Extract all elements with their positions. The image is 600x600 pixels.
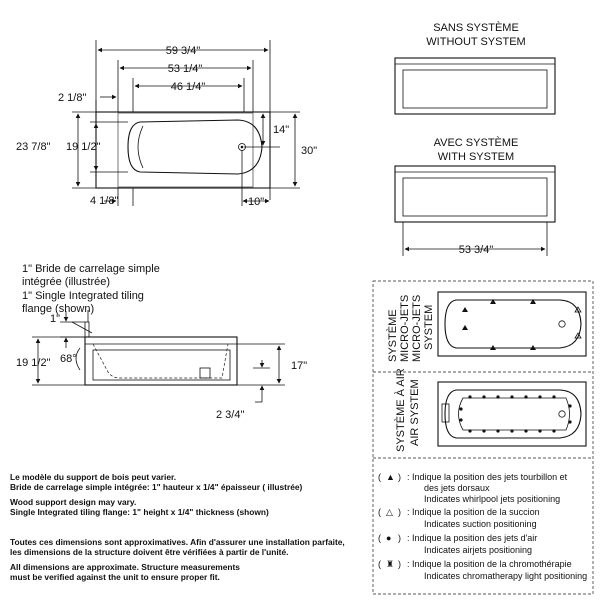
svg-text:Indicates chromatherapy light: Indicates chromatherapy light positionin… bbox=[424, 571, 587, 581]
note-fr-3: Toutes ces dimensions sont approximative… bbox=[10, 537, 345, 547]
svg-text:: Indique la position de la ch: : Indique la position de la chromothérap… bbox=[407, 559, 572, 569]
svg-text:MICRO-JETS: MICRO-JETS bbox=[399, 295, 411, 362]
dim-depth-inner: 19 1/2" bbox=[66, 141, 101, 153]
svg-text:Indicates suction positioning: Indicates suction positioning bbox=[424, 519, 537, 529]
dim-flange: 1" bbox=[50, 313, 60, 325]
svg-text:SYSTEM: SYSTEM bbox=[423, 305, 435, 350]
svg-text:WITHOUT SYSTEM: WITHOUT SYSTEM bbox=[426, 36, 525, 48]
svg-text:(: ( bbox=[378, 507, 381, 517]
notes: Le modèle du support de bois peut varier… bbox=[10, 472, 345, 582]
flange-caption: 1" Bride de carrelage simple intégrée (i… bbox=[22, 263, 160, 315]
svg-text:): ) bbox=[398, 559, 401, 569]
dim-angle: 68° bbox=[60, 353, 77, 365]
svg-text:AIR SYSTEM: AIR SYSTEM bbox=[409, 379, 421, 446]
whirlpool-jet-icon: ▲ bbox=[386, 472, 395, 482]
svg-text:: Indique la position des jets: : Indique la position des jets d'air bbox=[407, 533, 537, 543]
systems-panel: SYSTÈME MICRO-JETS MICRO-JETS SYSTEM SYS… bbox=[372, 280, 594, 595]
dim-overall-width: 59 3/4" bbox=[166, 45, 201, 57]
dim-left-bottom: 4 1/8" bbox=[90, 195, 118, 207]
note-en-1: Wood support design may vary. bbox=[10, 497, 136, 507]
svg-text:des jets dorsaux: des jets dorsaux bbox=[424, 483, 490, 493]
top-view: 59 3/4" 53 1/4" 46 1/4" 2 1/8" 23 7/8" 1… bbox=[16, 40, 317, 208]
micro-jets-markers bbox=[462, 299, 582, 350]
suction-icon: △ bbox=[386, 507, 393, 517]
svg-text:Indicates airjets positioning: Indicates airjets positioning bbox=[424, 545, 532, 555]
dim-width-53: 53 1/4" bbox=[168, 63, 203, 75]
svg-text:SYSTÈME: SYSTÈME bbox=[386, 309, 399, 362]
svg-text:): ) bbox=[398, 507, 401, 517]
legend-whirlpool: ( ) ▲ : Indique la position des jets tou… bbox=[378, 472, 568, 504]
legend-airjets: ( ) ● : Indique la position des jets d'a… bbox=[378, 533, 537, 555]
chromatherapy-light-icon: ♜ bbox=[386, 559, 394, 569]
airjet-icon: ● bbox=[386, 533, 391, 543]
svg-text:(: ( bbox=[378, 533, 381, 543]
legend-chromatherapy: ( ) ♜ : Indique la position de la chromo… bbox=[378, 559, 587, 581]
dim-apron: 17" bbox=[291, 360, 307, 372]
svg-text:: Indique la position de la su: : Indique la position de la succion bbox=[407, 507, 540, 517]
dim-left-offset: 2 1/8" bbox=[58, 92, 86, 104]
dim-side-height: 19 1/2" bbox=[16, 357, 51, 369]
front-view-with-system: AVEC SYSTÈME WITH SYSTEM 53 3/4" bbox=[394, 136, 556, 256]
legend-suction: ( ) △ : Indique la position de la succio… bbox=[378, 507, 540, 529]
side-view: 1" 19 1/2" 68° 17" 2 3/4" bbox=[16, 310, 307, 421]
svg-text:(: ( bbox=[378, 559, 381, 569]
svg-text:(: ( bbox=[378, 472, 381, 482]
svg-text:MICRO-JETS: MICRO-JETS bbox=[411, 295, 423, 362]
svg-text:AVEC SYSTÈME: AVEC SYSTÈME bbox=[434, 136, 519, 149]
dim-overall-depth: 30" bbox=[301, 145, 317, 157]
note-en-2: Single Integrated tiling flange: 1" heig… bbox=[10, 507, 269, 517]
legend: ( ) ▲ : Indique la position des jets tou… bbox=[378, 472, 587, 581]
air-jets-markers bbox=[459, 395, 572, 433]
svg-text:: Indique la position des jets: : Indique la position des jets tourbillo… bbox=[407, 472, 568, 482]
dim-front-width: 53 3/4" bbox=[459, 244, 494, 256]
svg-text:1" Bride de carrelage simple: 1" Bride de carrelage simple bbox=[22, 263, 160, 275]
note-fr-4: les dimensions de la structure doivent ê… bbox=[10, 547, 288, 557]
note-en-4: must be verified against the unit to ens… bbox=[10, 572, 220, 582]
dim-width-46: 46 1/4" bbox=[171, 81, 206, 93]
svg-text:): ) bbox=[398, 472, 401, 482]
dim-depth-outer: 23 7/8" bbox=[16, 141, 51, 153]
svg-text:Indicates whirlpool jets posit: Indicates whirlpool jets positioning bbox=[424, 494, 560, 504]
dim-drain-from-end: 10" bbox=[248, 196, 264, 208]
note-fr-1: Le modèle du support de bois peut varier… bbox=[10, 472, 176, 482]
dim-drain-offset: 14" bbox=[273, 124, 289, 136]
svg-text:intégrée (illustrée): intégrée (illustrée) bbox=[22, 276, 110, 288]
note-fr-2: Bride de carrelage simple intégrée: 1" h… bbox=[10, 482, 303, 492]
note-en-3: All dimensions are approximate. Structur… bbox=[10, 562, 240, 572]
svg-text:): ) bbox=[398, 533, 401, 543]
svg-text:1" Single Integrated tiling: 1" Single Integrated tiling bbox=[22, 290, 144, 302]
svg-text:WITH SYSTEM: WITH SYSTEM bbox=[438, 151, 514, 163]
dim-base: 2 3/4" bbox=[216, 409, 244, 421]
svg-text:SYSTÈME À AIR: SYSTÈME À AIR bbox=[394, 368, 407, 452]
front-view-without-system: SANS SYSTÈME WITHOUT SYSTEM bbox=[394, 21, 556, 115]
svg-text:SANS SYSTÈME: SANS SYSTÈME bbox=[433, 21, 519, 34]
svg-text:flange (shown): flange (shown) bbox=[22, 303, 94, 315]
